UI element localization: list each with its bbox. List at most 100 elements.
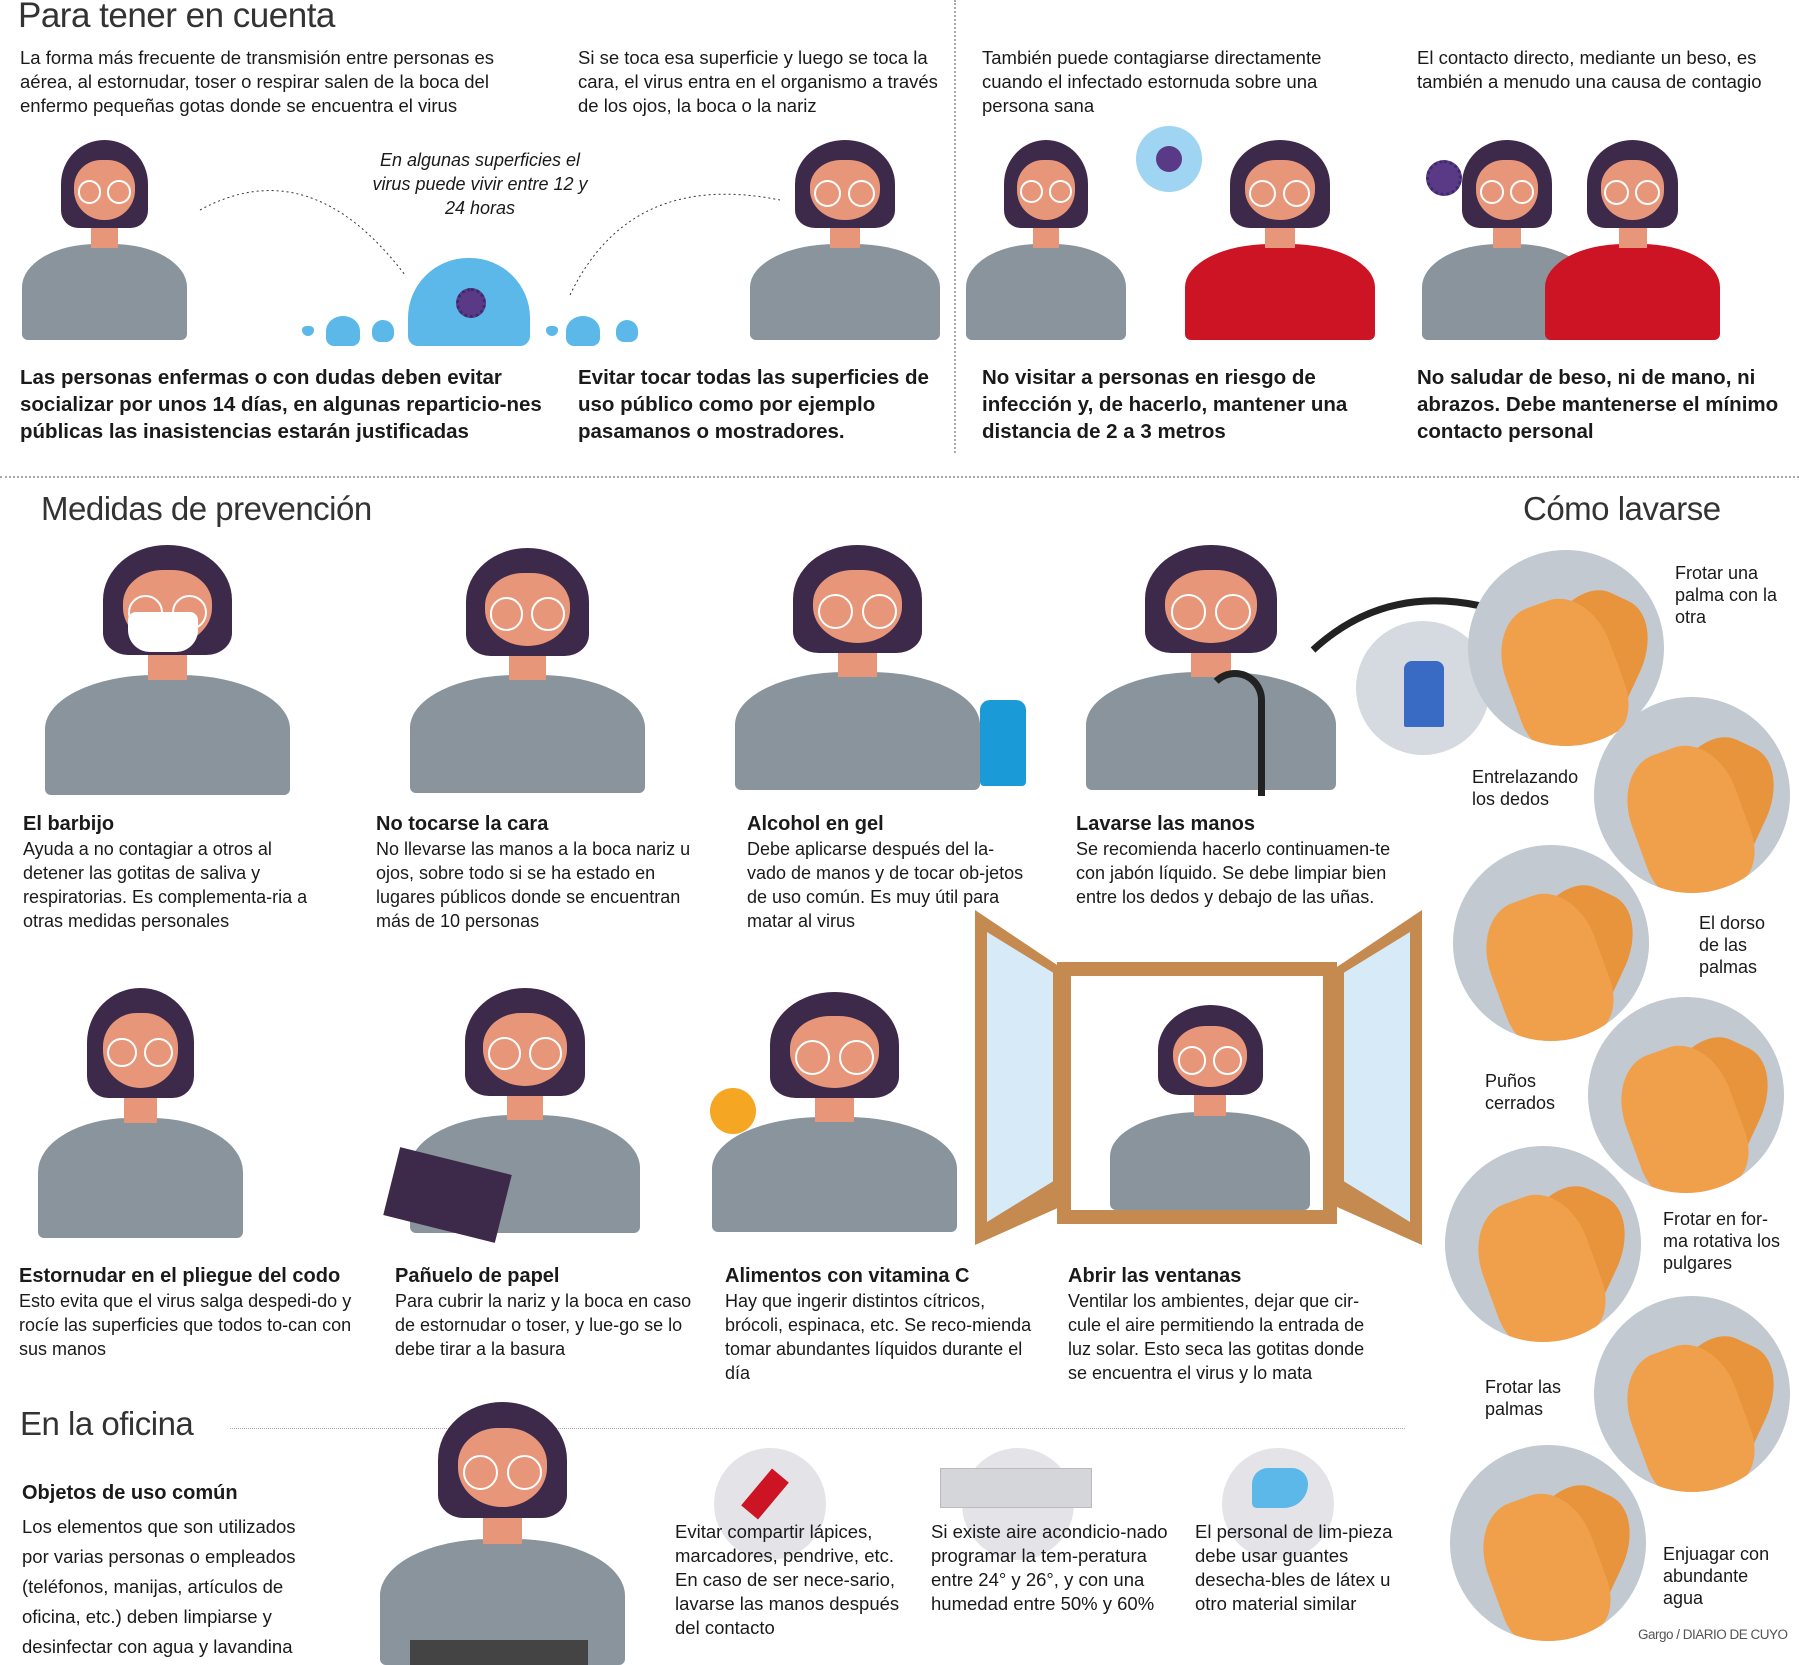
office-tip-2: Si existe aire acondicio-nado programar … (931, 1521, 1168, 1614)
glasses-icon (838, 1040, 874, 1075)
wash-step-6-illustration (1594, 1296, 1790, 1492)
glasses-icon (462, 1454, 498, 1490)
shirt (1110, 1111, 1310, 1210)
advice-text-3: No visitar a personas en riesgo de infec… (982, 366, 1348, 443)
mask-person-illustration (45, 545, 290, 795)
droplet-icon (372, 320, 394, 342)
glasses-icon (1479, 180, 1504, 205)
glasses-icon (1635, 180, 1661, 205)
glasses-icon (107, 180, 131, 204)
section-title-oficina: En la oficina (20, 1405, 194, 1442)
sneezing-person-illustration (966, 140, 1126, 340)
window-right-pane (1332, 910, 1422, 1245)
intro-text-3: También puede contagiarse directamente c… (982, 47, 1322, 116)
glasses-icon (1604, 180, 1630, 205)
wash-step-label: Puños cerrados (1485, 1071, 1556, 1113)
item-text: Hay que ingerir distintos cítricos, bróc… (725, 1291, 1032, 1383)
item-title: No tocarse la cara (376, 813, 549, 835)
item-title: Alcohol en gel (747, 813, 884, 835)
advice-text-2: Evitar tocar todas las superficies de us… (578, 366, 929, 443)
droplet-icon (326, 316, 360, 346)
shirt (38, 1118, 243, 1238)
item-title: Lavarse las manos (1076, 813, 1255, 835)
wash-step-label: El dorso de las palmas (1699, 913, 1766, 977)
intro-text-2: Si se toca esa superficie y luego se toc… (578, 47, 938, 116)
shirt (735, 672, 980, 790)
item-title: Estornudar en el pliegue del codo (19, 1265, 341, 1287)
glasses-icon (77, 180, 102, 204)
no-touch-face-person-illustration (410, 548, 645, 793)
keyboard-icon (410, 1640, 588, 1665)
credit: Gargo / DIARIO DE CUYO (1638, 1627, 1788, 1642)
glasses-icon (1215, 594, 1251, 630)
glasses-icon (528, 1037, 562, 1070)
surface-note: En algunas superficies el virus puede vi… (372, 150, 588, 218)
pendrive-icon (714, 1448, 826, 1560)
glasses-icon (848, 180, 876, 208)
glove-icon (1222, 1448, 1334, 1560)
droplet-icon (546, 326, 558, 336)
face-mask-icon (128, 612, 198, 652)
item-text: Para cubrir la nariz y la boca en caso d… (395, 1291, 692, 1359)
column-divider (954, 0, 956, 453)
glasses-icon (1048, 180, 1072, 203)
shirt (712, 1116, 957, 1232)
shirt (22, 244, 187, 340)
prevention-item-lavarse: Lavarse las manos Se recomienda hacerlo c… (1076, 812, 1416, 909)
item-text: Ventilar los ambientes, dejar que cir-cu… (1068, 1291, 1365, 1383)
item-title: El barbijo (23, 813, 115, 835)
office-text: Los elementos que son utilizados por var… (22, 1516, 296, 1657)
wash-step-label: Frotar una palma con la otra (1675, 563, 1778, 627)
shirt (45, 675, 290, 795)
shirt (1185, 244, 1375, 340)
window-left-pane (975, 910, 1065, 1245)
vitamin-c-person-illustration (712, 992, 957, 1232)
intro-text-1: La forma más frecuente de transmisión en… (20, 47, 495, 116)
glasses-icon (861, 594, 897, 629)
glasses-icon (1249, 180, 1277, 208)
glasses-icon (506, 1454, 542, 1490)
elbow-sneeze-person-illustration (38, 988, 243, 1238)
glasses-icon (817, 594, 853, 629)
intro-text-4: El contacto directo, mediante un beso, e… (1417, 47, 1762, 92)
shirt (966, 244, 1126, 340)
glasses-icon (531, 597, 565, 631)
shirt (1545, 244, 1720, 340)
glasses-icon (1020, 180, 1043, 203)
gel-person-illustration (735, 545, 980, 790)
wash-step-1-illustration (1468, 550, 1664, 746)
item-text: Se recomienda hacerlo continuamen-te con… (1076, 839, 1391, 907)
glasses-icon (487, 1037, 521, 1070)
glasses-icon (489, 597, 524, 631)
window-person-illustration (1110, 1005, 1310, 1210)
glasses-icon (1213, 1046, 1242, 1075)
item-text: Debe aplicarse después del la-vado de ma… (747, 839, 1024, 931)
item-title: Abrir las ventanas (1068, 1265, 1242, 1287)
wash-step-label: Frotar las palmas (1485, 1377, 1562, 1419)
droplet-icon (616, 320, 638, 342)
glasses-icon (814, 180, 842, 208)
section-title-como-lavarse: Cómo lavarse (1523, 490, 1721, 527)
virus-droplet-icon (408, 258, 530, 346)
item-text: Esto evita que el virus salga despedi-do… (19, 1291, 352, 1359)
wash-step-7-illustration (1450, 1445, 1646, 1641)
cleaning-person-illustration (380, 1402, 625, 1665)
shirt (750, 244, 940, 340)
item-title: Pañuelo de papel (395, 1265, 560, 1287)
glasses-icon (1283, 180, 1311, 208)
glasses-icon (143, 1038, 174, 1068)
sneezing-person-illustration (22, 140, 187, 340)
office-subtitle: Objetos de uso común (22, 1482, 238, 1504)
gel-bottle-icon (980, 700, 1026, 786)
wash-step-4-illustration (1588, 997, 1784, 1193)
droplet-icon (302, 326, 314, 336)
air-conditioner-icon (940, 1448, 1092, 1560)
wash-step-5-illustration (1445, 1146, 1641, 1342)
glasses-icon (794, 1040, 830, 1075)
item-text: Ayuda a no contagiar a otros al detener … (23, 839, 308, 931)
faucet-icon (1205, 670, 1265, 796)
wash-step-label: Frotar en for-ma rotativa los pulgares (1663, 1209, 1781, 1273)
